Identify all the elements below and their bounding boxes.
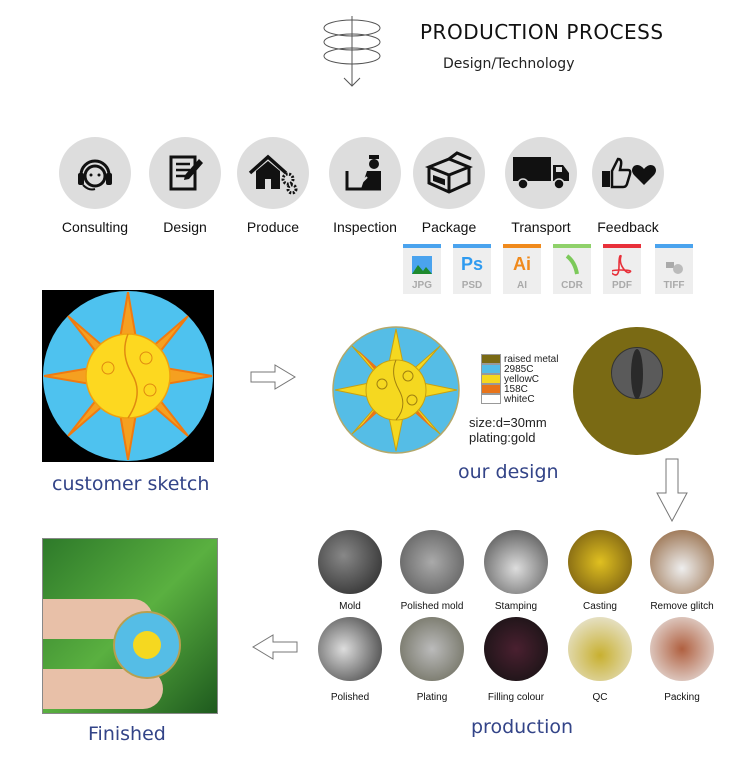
label-filling-colour: Filling colour <box>487 692 545 703</box>
acrobat-icon <box>612 254 632 276</box>
headset-icon <box>78 159 112 191</box>
photo-remove-glitch <box>650 530 714 594</box>
file-cdr: CDR <box>553 244 591 294</box>
label-remove-glitch: Remove glitch <box>650 601 714 612</box>
label-mold: Mold <box>339 601 361 612</box>
finished-caption: Finished <box>88 723 166 745</box>
file-pdf: PDF <box>603 244 641 294</box>
label-polished: Polished <box>330 692 370 703</box>
file-psd: Ps PSD <box>453 244 491 294</box>
house-gears-icon <box>248 154 298 195</box>
label-stamping: Stamping <box>494 601 538 612</box>
photo-stamping <box>484 530 548 594</box>
photo-filling-colour <box>484 617 548 681</box>
tiff-image-icon <box>666 262 683 274</box>
step-design: Design <box>146 137 224 235</box>
photo-plating <box>400 617 464 681</box>
customer-sketch-caption: customer sketch <box>52 473 210 495</box>
document-pen-icon <box>169 155 203 191</box>
step-inspection: Inspection <box>326 137 404 235</box>
truck-icon <box>513 157 569 190</box>
image-icon <box>412 256 432 274</box>
back-side-image <box>573 327 701 455</box>
arrow-right-icon <box>250 364 296 395</box>
legend-raised-metal: raised metal <box>481 354 558 365</box>
photo-qc <box>568 617 632 681</box>
page-subtitle: Design/Technology <box>443 56 575 72</box>
spiral-down-icon <box>312 10 392 95</box>
arrow-left-icon <box>252 634 298 665</box>
size-spec: size:d=30mm <box>469 415 547 430</box>
customer-sketch-image <box>42 290 214 462</box>
finished-photo <box>42 538 218 714</box>
label-qc: QC <box>592 692 608 703</box>
pen-nib-icon <box>565 254 579 275</box>
file-tiff: TIFF <box>655 244 693 294</box>
label-polished-mold: Polished mold <box>400 601 464 612</box>
plating-spec: plating:gold <box>469 430 536 445</box>
our-design-image <box>332 326 460 459</box>
box-icon <box>425 151 473 194</box>
step-feedback: Feedback <box>589 137 667 235</box>
label-casting: Casting <box>583 601 617 612</box>
photo-packing <box>650 617 714 681</box>
our-design-caption: our design <box>458 461 559 483</box>
legend-158c: 158C <box>481 384 558 395</box>
photo-polished <box>318 617 382 681</box>
step-consulting: Consulting <box>56 137 134 235</box>
legend-yellowc: yellowC <box>481 374 558 385</box>
step-package: Package <box>410 137 488 235</box>
label-plating: Plating <box>416 692 448 703</box>
inspector-icon <box>345 155 381 191</box>
photo-polished-mold <box>400 530 464 594</box>
step-transport: Transport <box>502 137 580 235</box>
thumb-heart-icon <box>602 157 656 189</box>
legend-2985c: 2985C <box>481 364 558 375</box>
photo-casting <box>568 530 632 594</box>
arrow-down-icon <box>656 458 688 527</box>
step-produce: Produce <box>234 137 312 235</box>
photo-mold <box>318 530 382 594</box>
file-jpg: JPG <box>403 244 441 294</box>
page-title: PRODUCTION PROCESS <box>420 20 664 44</box>
label-packing: Packing <box>664 692 700 703</box>
color-legend: raised metal 2985C yellowC 158C whiteC <box>481 354 558 405</box>
file-ai: Ai AI <box>503 244 541 294</box>
production-caption: production <box>471 716 574 738</box>
legend-whitec: whiteC <box>481 394 558 405</box>
